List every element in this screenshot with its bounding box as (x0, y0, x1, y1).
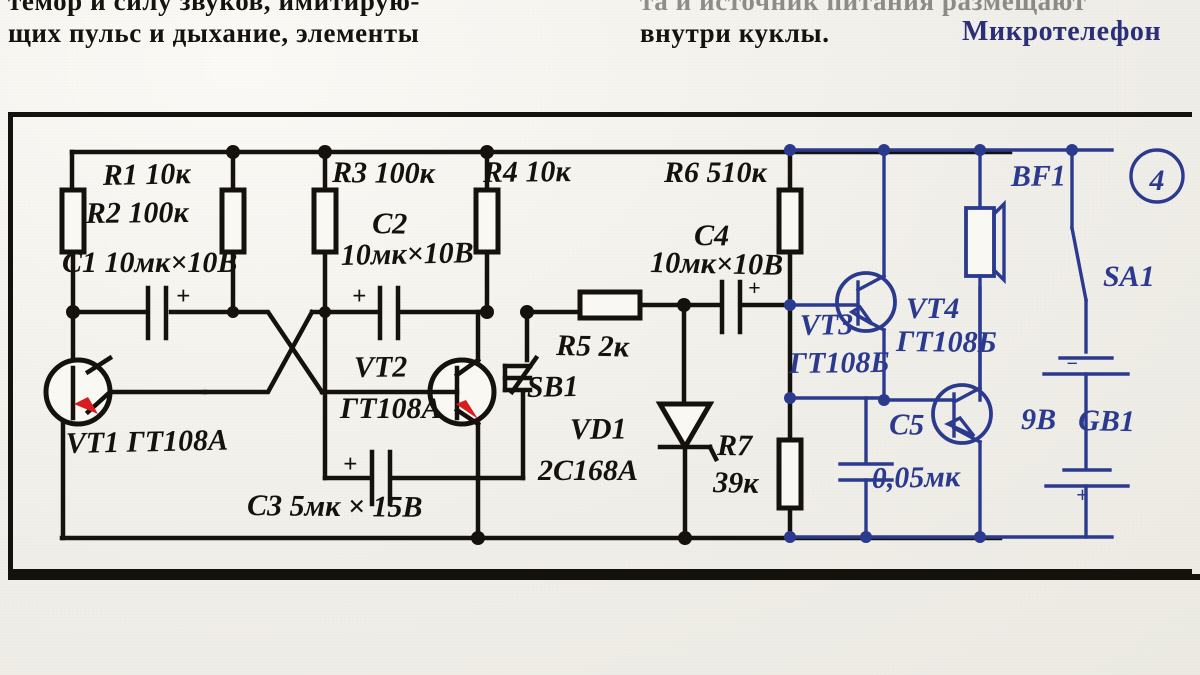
label-sb1: SB1 (526, 370, 578, 404)
label-c2v: 10мк×10В (340, 236, 474, 272)
label-r3: R3 100к (331, 156, 436, 190)
figure-number-text: 4 (1149, 164, 1165, 197)
label-c4v: 10мк×10В (650, 246, 784, 282)
label-r7v: 39к (712, 466, 760, 500)
article-text-block: темор и силу звуков, имитирую- щих пульс… (0, 0, 1200, 58)
figure-number-badge: 4 (1129, 148, 1185, 204)
component-vt2-transistor (319, 309, 497, 428)
component-c3-capacitor: + (322, 309, 481, 541)
label-r2: R2 100к (85, 196, 190, 230)
label-vt2t: ГТ108А (339, 392, 441, 425)
component-sb1-switch (475, 309, 540, 481)
svg-text:+: + (343, 451, 357, 478)
svg-text:+: + (1076, 482, 1089, 507)
component-vd1-diode (655, 302, 720, 541)
label-vt4t: ГТ108Б (895, 325, 997, 359)
figure-border (8, 112, 1192, 574)
component-r3-resistor (311, 149, 339, 315)
label-vt3t: ГТ108Б (788, 346, 890, 380)
component-vt3-transistor (788, 148, 897, 402)
text-right-line1: та и источник питания размещают (640, 0, 1087, 16)
label-gb: 9В (1021, 403, 1056, 436)
component-c4-capacitor: + (681, 275, 793, 335)
component-r1-resistor (59, 149, 87, 315)
component-c5-capacitor (788, 396, 894, 539)
component-r2-resistor (219, 149, 247, 315)
svg-text:+: + (748, 275, 761, 300)
label-r7: R7 (716, 429, 753, 462)
svg-text:+: + (352, 283, 366, 310)
component-vt4-transistor (882, 286, 993, 539)
label-r4: R4 10к (482, 155, 572, 189)
svg-text:−: − (1066, 353, 1078, 375)
component-r6-resistor (776, 149, 804, 308)
label-c4: C4 (694, 219, 729, 252)
label-vt4: VT4 (906, 292, 959, 325)
component-gb1-battery: − + (1042, 353, 1130, 539)
figure-bottom-rule (8, 574, 1200, 580)
label-c5v: 0,05мк (871, 460, 961, 495)
label-c5: C5 (889, 408, 925, 442)
component-vt1-transistor (43, 354, 208, 427)
label-c2: C2 (372, 207, 408, 241)
component-bf1-speaker (964, 148, 1006, 402)
text-left-line2: щих пульс и дыхание, элементы (8, 18, 420, 48)
text-left-line1: темор и силу звуков, имитирую- (8, 0, 421, 16)
component-sa1-switch (1070, 148, 1088, 354)
label-vd1t: 2С168А (537, 454, 638, 487)
label-gb1: GB1 (1078, 404, 1135, 438)
text-right-line2-black: внутри куклы. (640, 18, 830, 48)
junction-dots (66, 144, 1078, 545)
label-vt3: VT3 (799, 308, 853, 342)
label-r6: R6 510к (663, 156, 768, 189)
label-c3: C3 5мк × 15В (247, 489, 423, 524)
net-cross-coupling (202, 308, 328, 396)
component-c1-capacitor: + (70, 283, 236, 341)
label-r5: R5 2к (555, 329, 630, 364)
label-r1: R1 10к (101, 157, 191, 192)
label-vd1: VD1 (570, 412, 627, 446)
label-vt2: VT2 (354, 350, 408, 384)
label-bf1: BF1 (1010, 159, 1066, 193)
svg-text:+: + (176, 283, 190, 310)
component-c2-capacitor: + (322, 283, 490, 341)
label-c1: C1 10мк×10В (62, 246, 237, 279)
component-r5-resistor (524, 289, 687, 321)
label-sa1: SA1 (1103, 260, 1155, 293)
label-vt1: VT1 ГТ108А (65, 424, 228, 460)
component-r7-resistor (776, 302, 804, 541)
text-right-line2-blue: Микротелефон (962, 16, 1162, 47)
